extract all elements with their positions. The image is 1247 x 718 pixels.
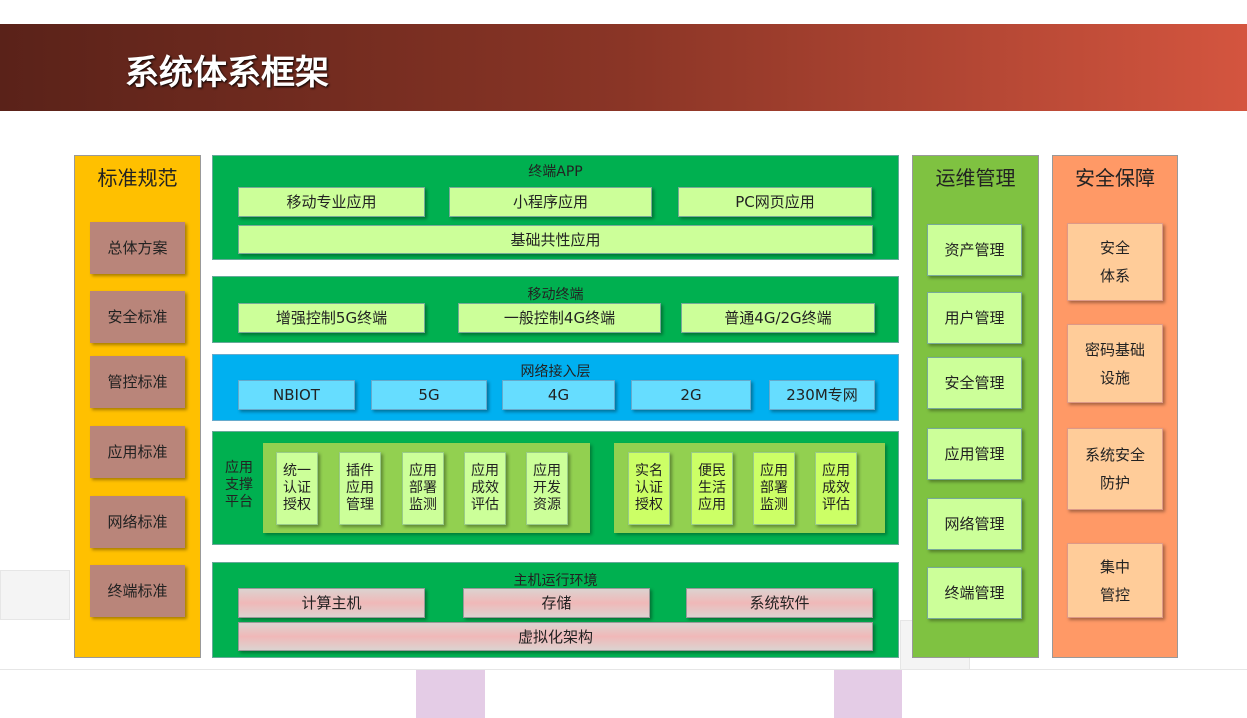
standard-item: 安全标准 [90, 291, 185, 343]
host-item: 系统软件 [686, 588, 873, 618]
standard-item: 网络标准 [90, 496, 185, 548]
mobile-title: 移动终端 [527, 287, 584, 303]
standard-item: 总体方案 [90, 222, 185, 274]
mobile-item: 一般控制4G终端 [458, 303, 661, 333]
platform-item: 应用部署监测 [402, 452, 444, 525]
ops-item: 网络管理 [927, 498, 1022, 550]
ops-title: 运维管理 [935, 166, 1016, 190]
app-item: 移动专业应用 [238, 187, 425, 217]
platform-item: 统一认证授权 [276, 452, 318, 525]
network-item: 2G [631, 380, 751, 410]
platform-title: 应用支撑平台 [225, 460, 253, 510]
bg-line [0, 669, 1247, 670]
standard-item: 终端标准 [90, 565, 185, 617]
ops-item: 用户管理 [927, 292, 1022, 344]
bg-cell [0, 570, 70, 620]
platform-item: 插件应用管理 [339, 452, 381, 525]
platform-item: 应用成效评估 [464, 452, 506, 525]
ops-item: 终端管理 [927, 567, 1022, 619]
host-item: 计算主机 [238, 588, 425, 618]
network-item: 4G [502, 380, 615, 410]
platform-item: 应用部署监测 [753, 452, 795, 525]
app-item: PC网页应用 [678, 187, 872, 217]
ops-item: 资产管理 [927, 224, 1022, 276]
mobile-item: 增强控制5G终端 [238, 303, 425, 333]
security-item: 集中 管控 [1067, 543, 1163, 618]
header-band [0, 24, 1247, 111]
app-base-item: 基础共性应用 [238, 225, 873, 254]
security-item: 密码基础 设施 [1067, 324, 1163, 403]
network-item: NBIOT [238, 380, 355, 410]
security-title: 安全保障 [1075, 166, 1155, 190]
network-item: 230M专网 [769, 380, 875, 410]
standards-title: 标准规范 [97, 166, 178, 190]
host-base-item: 虚拟化架构 [238, 622, 873, 651]
bg-cell [834, 670, 902, 718]
ops-item: 应用管理 [927, 428, 1022, 480]
platform-item: 便民生活应用 [691, 452, 733, 525]
platform-item: 应用成效评估 [815, 452, 857, 525]
network-title: 网络接入层 [520, 364, 591, 380]
network-item: 5G [371, 380, 487, 410]
app-item: 小程序应用 [449, 187, 652, 217]
bg-cell [416, 670, 485, 718]
host-item: 存储 [463, 588, 650, 618]
security-item: 安全 体系 [1067, 223, 1163, 301]
platform-item: 应用开发资源 [526, 452, 568, 525]
app-title: 终端APP [528, 164, 583, 180]
ops-item: 安全管理 [927, 357, 1022, 409]
page-title: 系统体系框架 [125, 53, 329, 93]
standard-item: 应用标准 [90, 426, 185, 478]
security-item: 系统安全 防护 [1067, 428, 1163, 510]
standard-item: 管控标准 [90, 356, 185, 408]
mobile-item: 普通4G/2G终端 [681, 303, 875, 333]
platform-item: 实名认证授权 [628, 452, 670, 525]
host-title: 主机运行环境 [513, 573, 598, 589]
